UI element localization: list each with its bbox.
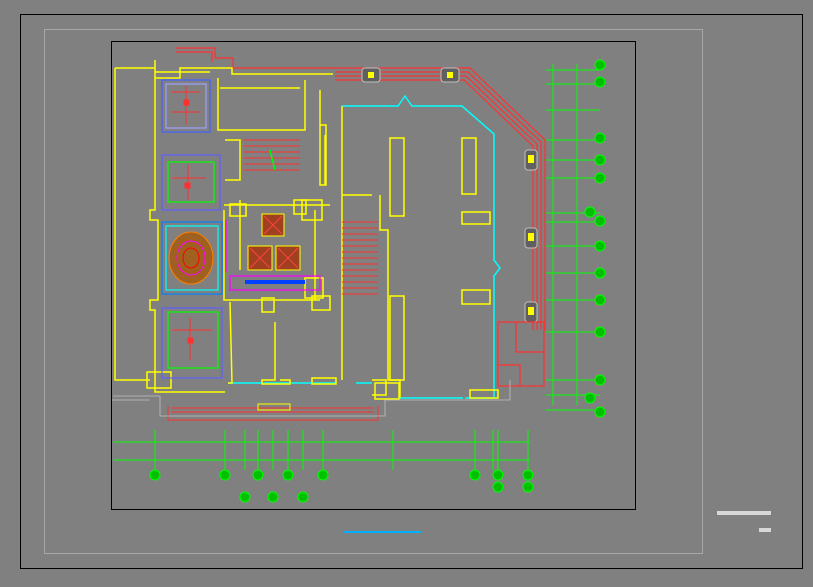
right-grid-bubbles — [584, 59, 606, 418]
outer-grey-outline — [112, 380, 511, 417]
title-block-mark — [759, 528, 771, 532]
outer-sheet-border — [20, 14, 803, 569]
title-block-bar — [717, 511, 771, 515]
wall-columns — [146, 137, 499, 400]
counter-strip — [245, 280, 305, 284]
central-rotunda — [168, 231, 214, 285]
right-annex — [497, 321, 545, 387]
right-dimension-chain — [546, 64, 600, 411]
left-rooms — [161, 79, 223, 379]
stair-arrow — [269, 149, 276, 171]
ceiling-fixtures — [172, 86, 212, 360]
bottom-grid-bubbles — [149, 469, 534, 503]
building-walls — [114, 60, 401, 398]
elevator-crosses — [249, 215, 299, 269]
entrance-steps — [167, 406, 379, 421]
service-counter — [225, 220, 321, 291]
inner-sheet-border — [44, 29, 703, 554]
glass-curtain-wall — [228, 94, 501, 399]
caption-underline — [343, 531, 421, 533]
entrance-mat — [257, 403, 291, 411]
column-cores — [368, 72, 534, 315]
viewport-frame — [111, 41, 636, 510]
bottom-dimension-chain — [113, 430, 530, 470]
